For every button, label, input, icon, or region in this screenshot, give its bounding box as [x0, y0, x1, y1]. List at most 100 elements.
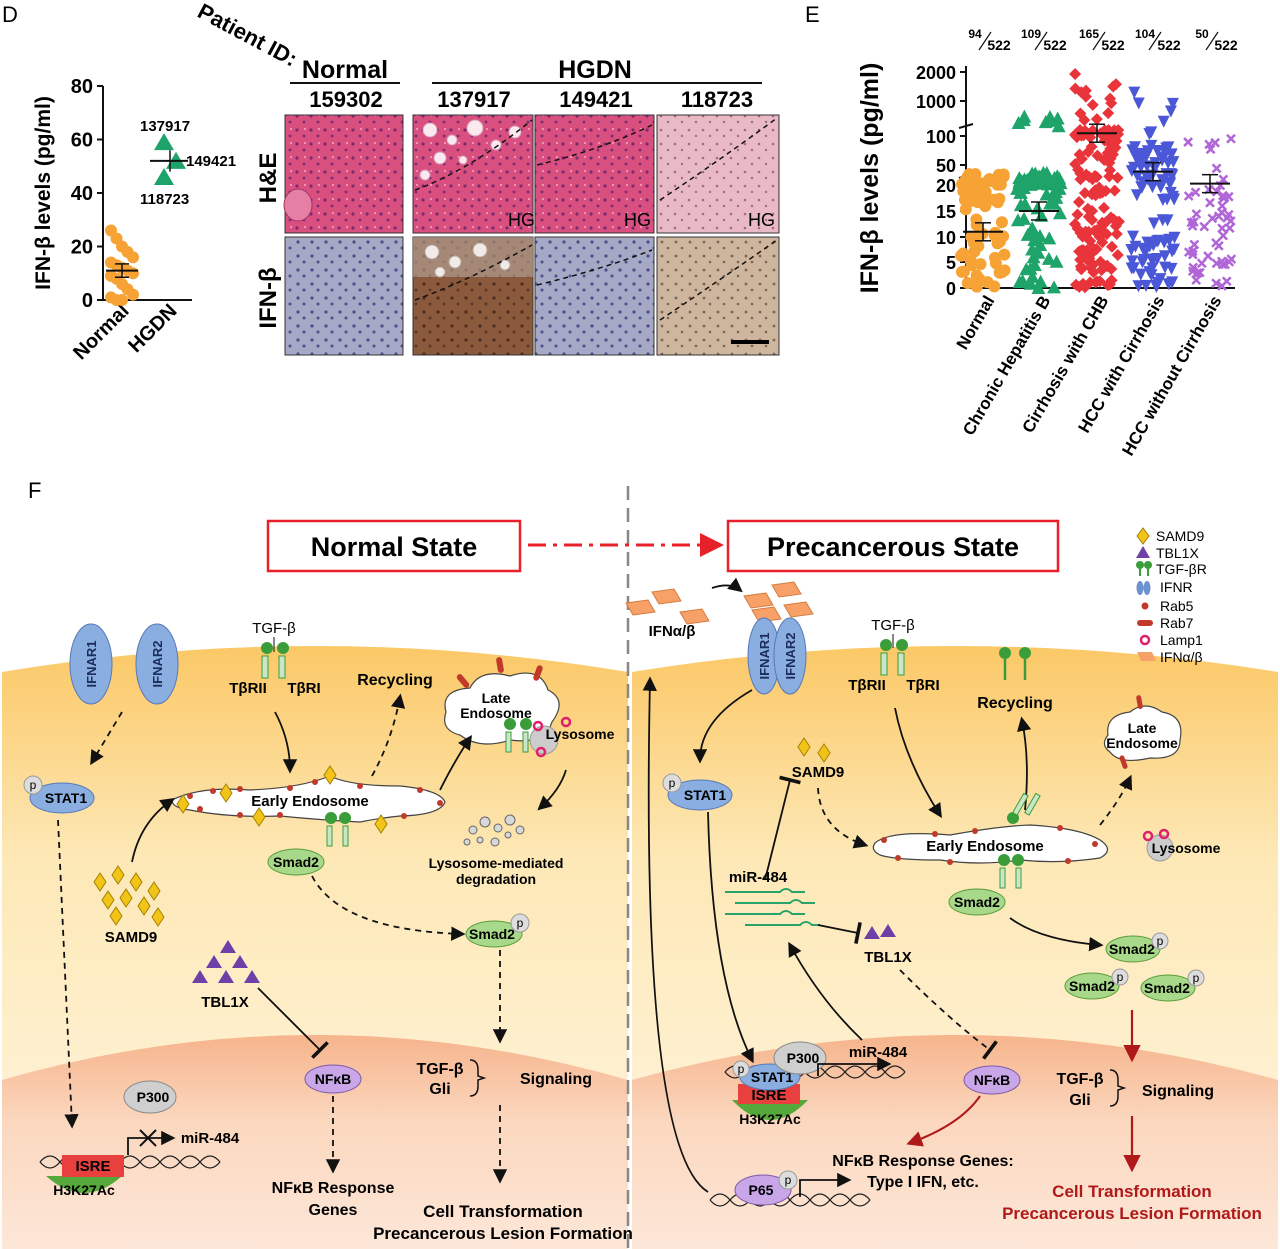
right-isre-label: ISRE [751, 1087, 786, 1104]
panel-e-point [1213, 211, 1224, 222]
yellow-diamond-icon [1136, 527, 1150, 545]
right-late-label-1: Late [1128, 720, 1157, 736]
patient-id-3: 149421 [559, 87, 632, 112]
panel-e-point [1150, 279, 1163, 292]
panel-e-point [958, 176, 971, 189]
panel-e-point [1071, 222, 1084, 235]
panel-e-ytick-label: 5 [946, 253, 956, 273]
left-endosome-receptor [325, 812, 351, 847]
panel-e-point [1108, 184, 1121, 197]
panel-e-point [1090, 113, 1103, 126]
left-samd9-cluster [93, 865, 165, 927]
panel-e-point [1026, 250, 1041, 264]
panel-e-point [1047, 280, 1062, 294]
right-late-label-2: Endosome [1106, 735, 1178, 751]
panel-e-point [1226, 254, 1237, 264]
right-stat1-label: STAT1 [684, 787, 726, 803]
ifnar1-receptor [69, 623, 113, 705]
panel-e-point [1167, 156, 1180, 169]
panel-e-ytick-label: 10 [936, 228, 956, 248]
panel-e-point [1128, 86, 1141, 99]
right-smad2p-3: Smad2 [1144, 980, 1190, 996]
legend-ifnr: IFNR [1160, 579, 1193, 595]
left-mir484: miR-484 [181, 1130, 240, 1147]
right-p300-label: P300 [787, 1050, 820, 1066]
panel-e-point [1077, 244, 1090, 257]
panel-e-fraction-num: 50 [1195, 27, 1209, 41]
panel-e-xtick-label: HCC without Cirrhosis [1118, 293, 1225, 460]
left-stat1 [29, 782, 95, 814]
panel-e-point [1017, 211, 1032, 225]
panel-e-point [1105, 240, 1118, 253]
panel-e-point [1102, 128, 1115, 141]
histology-grid: Patient ID: Normal HGDN 159302 137917 14… [194, 0, 780, 356]
legend: SAMD9 TBL1X TGF-βR IFNR Rab5 Rab7 Lamp1 … [1136, 527, 1207, 665]
panel-e-point [1211, 163, 1222, 174]
panel-e-fraction-slash [1092, 31, 1106, 51]
panel-e-point [964, 255, 977, 268]
panel-e-point [1130, 189, 1143, 202]
panel-e-fraction-den: 522 [1043, 37, 1067, 53]
panel-e-point [1051, 119, 1066, 133]
panel-e-point [1079, 84, 1092, 97]
right-late-endosome [1103, 705, 1182, 762]
ifnar2-receptor [135, 623, 179, 705]
panel-e-point [1156, 154, 1169, 167]
right-smad2: Smad2 [954, 894, 1000, 910]
panel-e-point [1147, 237, 1160, 250]
left-p300-label: P300 [137, 1089, 170, 1105]
panel-e-point [1160, 142, 1173, 155]
left-nfkb-resp-2: Genes [309, 1202, 358, 1219]
panel-e-point [1151, 253, 1164, 266]
left-nfkb [304, 1064, 362, 1094]
panel-e-point [1081, 202, 1094, 215]
panel-e-point [1098, 154, 1111, 167]
panel-e-point [1190, 187, 1201, 198]
left-ifnar1: IFNAR1 [84, 641, 99, 688]
ifnb-image-159302 [284, 236, 404, 356]
left-late-label-2: Endosome [460, 705, 532, 721]
right-nfkb-resp-2: Type I IFN, etc. [867, 1174, 979, 1191]
panel-d-ytick-label: 0 [82, 290, 93, 312]
right-tbl1x: TBL1X [864, 949, 912, 966]
panel-e-point [1127, 262, 1140, 275]
panel-e-point [1136, 176, 1149, 189]
left-tbl1x-cluster [192, 940, 260, 983]
panel-e-point [1103, 278, 1116, 291]
panel-e-point [1196, 258, 1207, 269]
right-h3k27ac: H3K27Ac [739, 1111, 801, 1127]
panel-e-point [1034, 208, 1049, 222]
ifn-receptor-icon [1136, 581, 1151, 595]
panel-e-point [1074, 167, 1087, 180]
right-precancer: Precancerous Lesion Formation [1002, 1204, 1262, 1223]
left-p300 [123, 1080, 177, 1114]
panel-e-fraction-slash [978, 31, 992, 51]
panel-e-point [1031, 280, 1046, 294]
hg-label-1: HG [508, 210, 535, 230]
panel-e-point [1145, 269, 1158, 282]
panel-d-point-label: 149421 [186, 153, 236, 170]
panel-e-point [1085, 140, 1098, 153]
panel-e-point [1032, 228, 1047, 242]
left-tbl1x: TBL1X [201, 994, 249, 1011]
panel-e-point [991, 237, 1004, 250]
left-ifnar2: IFNAR2 [150, 641, 165, 688]
pink-ring-icon [1139, 634, 1151, 646]
group-normal-label: Normal [302, 56, 388, 84]
panel-d-point-normal [127, 251, 139, 264]
left-tgfb: TGF-β [252, 620, 296, 637]
panel-e-point [1082, 250, 1095, 263]
panel-e-point [1163, 178, 1176, 191]
panel-e-point [1210, 137, 1221, 148]
panel-e-point [1134, 268, 1147, 281]
right-signaling: Signaling [1142, 1083, 1214, 1100]
panel-e-point [1090, 243, 1103, 256]
patient-id-2: 137917 [437, 87, 510, 112]
group-hgdn-label: HGDN [558, 56, 632, 84]
panel-e-ytick-label: 0 [946, 279, 956, 299]
panel-e-point [1110, 216, 1123, 229]
panel-e-point [1211, 186, 1222, 197]
panel-e-point [1135, 152, 1148, 165]
